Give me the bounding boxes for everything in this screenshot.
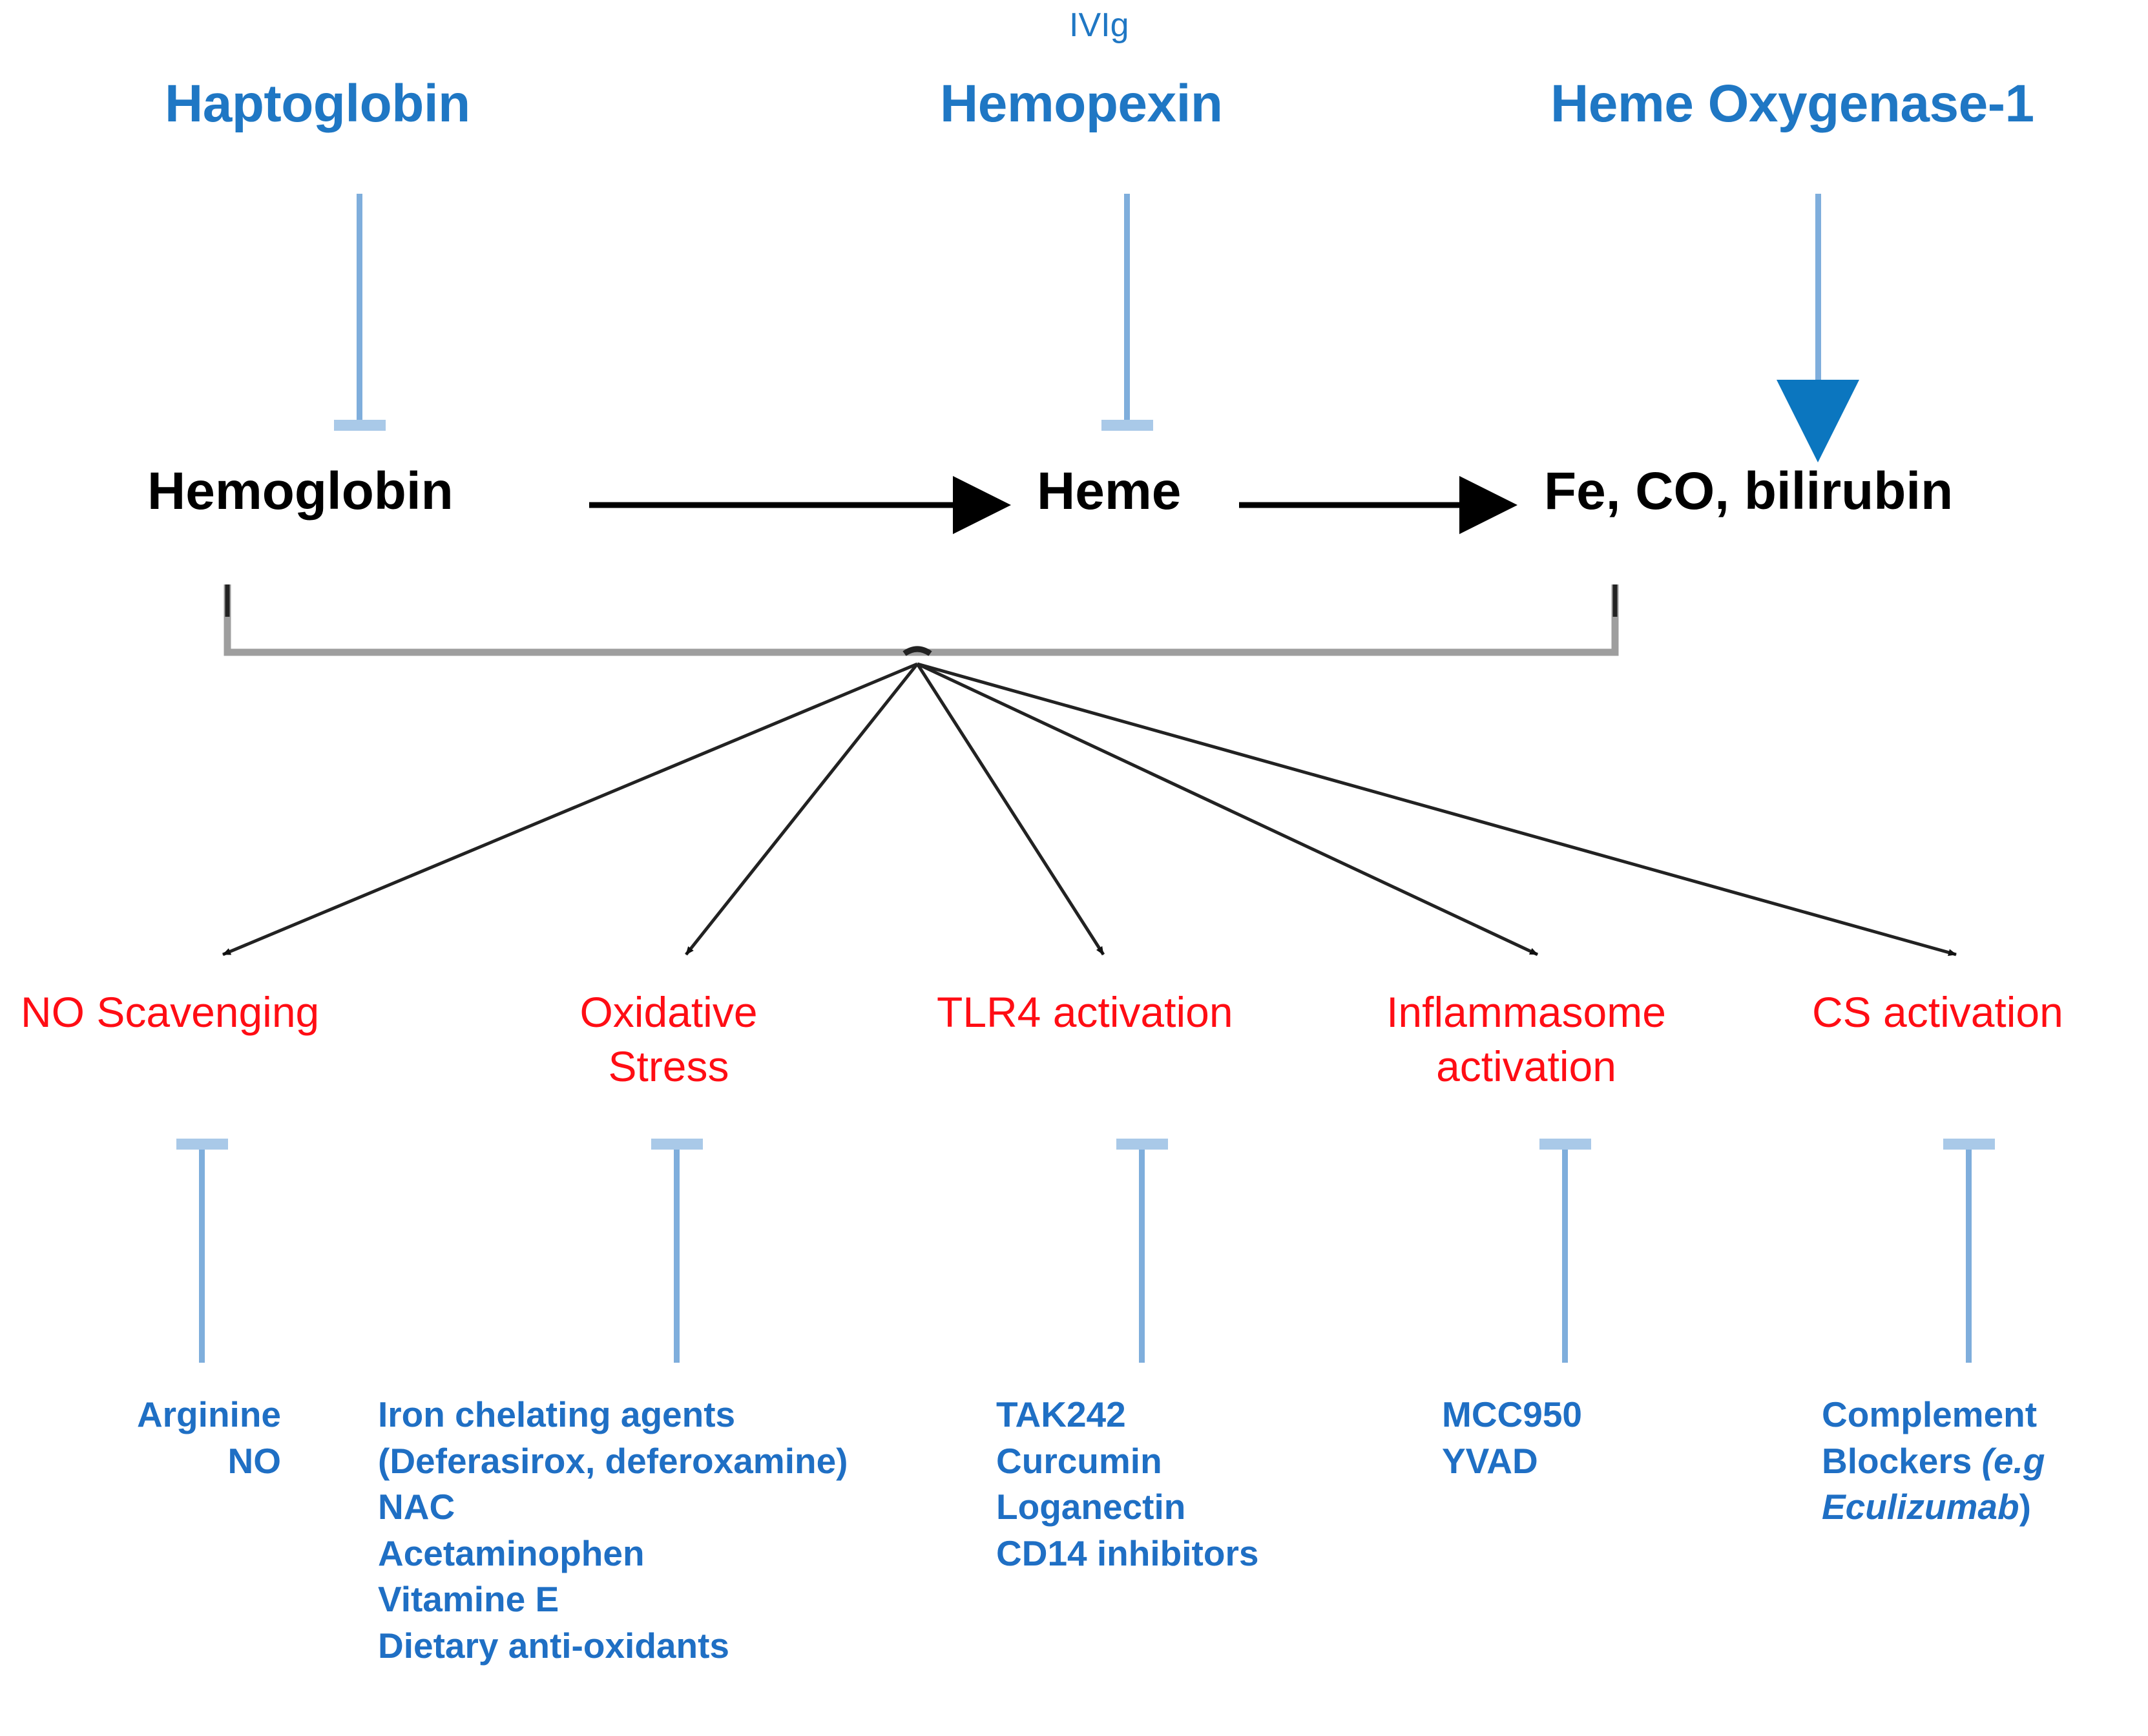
treatment-item-text: Blockers bbox=[1822, 1440, 1982, 1481]
inhibitor-line-inflammasome bbox=[1562, 1143, 1568, 1363]
inhibitor-line-no-scavenging bbox=[199, 1143, 205, 1363]
treatment-item-paren: ) bbox=[2019, 1487, 2031, 1527]
inhibitor-line-haptoglobin bbox=[357, 194, 362, 423]
treatment-item-drug: Eculizumab bbox=[1822, 1487, 2019, 1527]
treatment-list-no-scavenging: Arginine NO bbox=[116, 1392, 281, 1484]
node-heme-oxygenase-1: Heme Oxygenase-1 bbox=[1550, 74, 2034, 133]
outcome-inflammasome-line2: activation bbox=[1436, 1042, 1616, 1091]
outcome-no-scavenging: NO Scavenging bbox=[21, 988, 320, 1036]
treatment-list-tlr4: TAK242 Curcumin Loganectin CD14 inhibito… bbox=[996, 1392, 1258, 1576]
node-heme: Heme bbox=[1037, 462, 1182, 521]
node-products: Fe, CO, bilirubin bbox=[1544, 462, 1954, 521]
treatment-item: TAK242 bbox=[996, 1394, 1126, 1434]
node-hemopexin: Hemopexin bbox=[940, 74, 1223, 133]
node-haptoglobin: Haptoglobin bbox=[165, 74, 470, 133]
treatment-item: Complement bbox=[1822, 1394, 2038, 1434]
outcome-inflammasome-line1: Inflammasome bbox=[1386, 988, 1666, 1036]
inhibitor-tbar-inflammasome bbox=[1539, 1139, 1591, 1150]
treatment-item: Loganectin bbox=[996, 1487, 1186, 1527]
inhibitor-line-oxidative-stress bbox=[674, 1143, 680, 1363]
inhibitor-line-tlr4 bbox=[1139, 1143, 1145, 1363]
treatment-item: Curcumin bbox=[996, 1440, 1162, 1481]
fan-arrow-inflammasome bbox=[916, 662, 1539, 956]
treatment-item: Vitamine E bbox=[378, 1579, 559, 1619]
treatment-list-complement: Complement Blockers (e.g Eculizumab) bbox=[1822, 1392, 2045, 1531]
grouping-bracket bbox=[224, 584, 1619, 656]
fan-arrow-tlr4 bbox=[915, 663, 1105, 956]
arrow-line-heme-oxygenase bbox=[1815, 194, 1821, 404]
treatment-item: Eculizumab) bbox=[1822, 1484, 2045, 1531]
inhibitor-tbar-oxidative-stress bbox=[651, 1139, 703, 1150]
inhibitor-tbar-tlr4 bbox=[1116, 1139, 1168, 1150]
inhibitor-tbar-haptoglobin bbox=[334, 420, 386, 431]
treatment-item: MCC950 bbox=[1442, 1394, 1583, 1434]
treatment-item: YVAD bbox=[1442, 1440, 1538, 1481]
treatment-item: Dietary anti-oxidants bbox=[378, 1625, 730, 1666]
inhibitor-tbar-complement bbox=[1943, 1139, 1995, 1150]
outcome-cs-activation: CS activation bbox=[1812, 988, 2063, 1036]
fan-arrow-cs-activation bbox=[917, 662, 1957, 956]
inhibitor-tbar-no-scavenging bbox=[176, 1139, 228, 1150]
treatment-item: NAC bbox=[378, 1487, 455, 1527]
grouping-bracket-center-peak bbox=[902, 646, 932, 656]
fan-arrow-oxidative-stress bbox=[685, 663, 919, 956]
treatment-list-oxidative-stress: Iron chelating agents (Deferasirox, defe… bbox=[378, 1392, 848, 1669]
outcome-oxidative-stress: Oxidative Stress bbox=[546, 985, 791, 1094]
treatment-item: NO bbox=[227, 1440, 282, 1481]
outcome-inflammasome: Inflammasome activation bbox=[1376, 985, 1676, 1094]
treatment-item: Arginine bbox=[136, 1394, 281, 1434]
fan-arrow-no-scavenging bbox=[222, 662, 918, 956]
treatment-item: Iron chelating agents bbox=[378, 1394, 736, 1434]
treatment-list-inflammasome: MCC950 YVAD bbox=[1442, 1392, 1582, 1484]
treatment-item: Acetaminophen bbox=[378, 1533, 645, 1573]
node-hemoglobin: Hemoglobin bbox=[147, 462, 454, 521]
treatment-item-eg: (e.g bbox=[1981, 1440, 2045, 1481]
treatment-item: Blockers (e.g bbox=[1822, 1438, 2045, 1485]
outcome-tlr4-activation: TLR4 activation bbox=[937, 988, 1233, 1036]
inhibitor-line-hemopexin bbox=[1124, 194, 1130, 423]
node-ivig: IVIg bbox=[1069, 6, 1129, 44]
outcome-oxidative-stress-line1: Oxidative bbox=[579, 988, 758, 1036]
inhibitor-line-complement bbox=[1966, 1143, 1972, 1363]
treatment-item: (Deferasirox, deferoxamine) bbox=[378, 1440, 848, 1481]
inhibitor-tbar-hemopexin bbox=[1101, 420, 1153, 431]
treatment-item: CD14 inhibitors bbox=[996, 1533, 1259, 1573]
outcome-oxidative-stress-line2: Stress bbox=[608, 1042, 729, 1091]
